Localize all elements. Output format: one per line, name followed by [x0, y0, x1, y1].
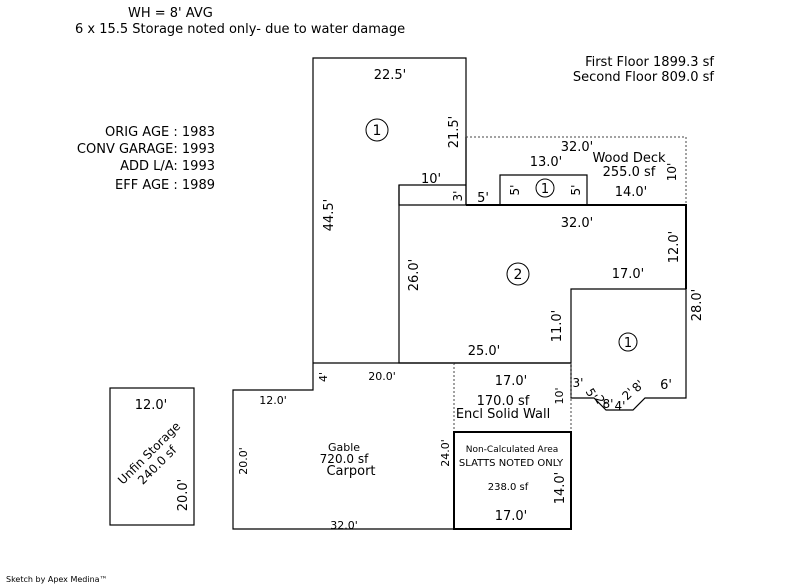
dim-stor-12: 12.0' — [135, 398, 168, 413]
floor-marker-1-deck — [535, 178, 555, 198]
dim-left-44-5: 44.5' — [322, 199, 337, 232]
nc-title: Non-Calculated Area — [466, 445, 559, 455]
dim-encl-10: 10' — [553, 387, 566, 404]
dim-nc-14: 14.0' — [553, 472, 568, 505]
floor-marker-1-main — [365, 118, 389, 142]
first-floor-area: First Floor 1899.3 sf — [585, 55, 714, 70]
dim-deck-5-left: 5' — [508, 185, 522, 196]
floor-marker-2 — [506, 262, 530, 286]
deck-bump-outline — [499, 174, 588, 205]
nc-slatts: SLATTS NOTED ONLY — [459, 458, 564, 469]
dim-bay-3: 3' — [573, 376, 584, 390]
eff-age: EFF AGE : 1989 — [115, 178, 215, 193]
sketch-credit: Sketch by Apex Medina™ — [6, 575, 108, 584]
add-la-age: ADD L/A: 1993 — [120, 159, 215, 174]
dim-right-21-5: 21.5' — [447, 116, 462, 149]
dim-car-4: 4' — [317, 372, 330, 382]
carport-outline — [232, 363, 454, 530]
right-block-outline — [570, 288, 687, 411]
carport-label: Carport — [326, 464, 375, 479]
dim-nc-17: 17.0' — [495, 509, 528, 524]
dim-deck-13: 13.0' — [530, 155, 563, 170]
dim-right-28: 28.0' — [690, 289, 705, 322]
dim-car-20b: 20.0' — [237, 447, 250, 475]
orig-age: ORIG AGE : 1983 — [105, 125, 215, 140]
floor-marker-1-right-label: 1 — [624, 336, 632, 351]
second-floor-outline — [398, 185, 571, 364]
encl-name: Encl Solid Wall — [456, 407, 550, 422]
dim-encl-24: 24.0' — [439, 439, 452, 467]
dim-sec-11: 11.0' — [550, 310, 565, 343]
dim-car-12: 12.0' — [259, 394, 287, 407]
dim-deck-14: 14.0' — [615, 185, 648, 200]
deck-area: 255.0 sf — [603, 165, 656, 180]
dim-deck-32: 32.0' — [561, 140, 594, 155]
floor-marker-2-label: 2 — [514, 267, 523, 283]
dim-car-20a: 20.0' — [368, 370, 396, 383]
floor-marker-1-deck-label: 1 — [541, 182, 549, 197]
dim-sec-25: 25.0' — [468, 344, 501, 359]
carport-area: 720.0 sf — [320, 452, 369, 466]
deck-name: Wood Deck — [592, 151, 666, 166]
second-floor-area: Second Floor 809.0 sf — [573, 70, 715, 85]
dim-step-3: 3' — [451, 191, 465, 202]
header-wall-height: WH = 8' AVG — [128, 6, 213, 21]
unfin-storage-box — [109, 387, 195, 526]
dim-bay-8: 8' — [603, 397, 614, 411]
conv-garage-age: CONV GARAGE: 1993 — [77, 142, 215, 157]
dim-stor-20: 20.0' — [176, 479, 191, 512]
non-calculated-area-box — [453, 431, 572, 530]
second-floor-top-wall — [466, 204, 687, 289]
dim-step-10: 10' — [421, 172, 441, 187]
dim-encl-17: 17.0' — [495, 374, 528, 389]
dim-step-5: 5' — [477, 191, 489, 206]
carport-gable: Gable — [328, 441, 360, 454]
dim-bay-4: 4' — [615, 399, 626, 413]
dim-sec-32: 32.0' — [561, 216, 594, 231]
dim-top-22-5: 22.5' — [374, 68, 407, 83]
nc-area: 238.0 sf — [488, 482, 529, 493]
dim-bay-6: 6' — [660, 378, 672, 393]
dim-deck-10: 10' — [665, 163, 679, 182]
dim-sec-17: 17.0' — [612, 267, 645, 282]
floor-marker-1-main-label: 1 — [373, 123, 382, 139]
wood-deck-outline — [466, 136, 687, 205]
dim-sec-26: 26.0' — [407, 259, 422, 292]
header-storage-note: 6 x 15.5 Storage noted only- due to wate… — [75, 22, 405, 37]
encl-area: 170.0 sf — [477, 394, 530, 409]
dim-sec-12: 12.0' — [667, 231, 682, 264]
floor-marker-1-right — [618, 332, 638, 352]
dim-car-32: 32.0' — [330, 519, 358, 532]
dim-deck-5-right: 5' — [569, 185, 583, 196]
